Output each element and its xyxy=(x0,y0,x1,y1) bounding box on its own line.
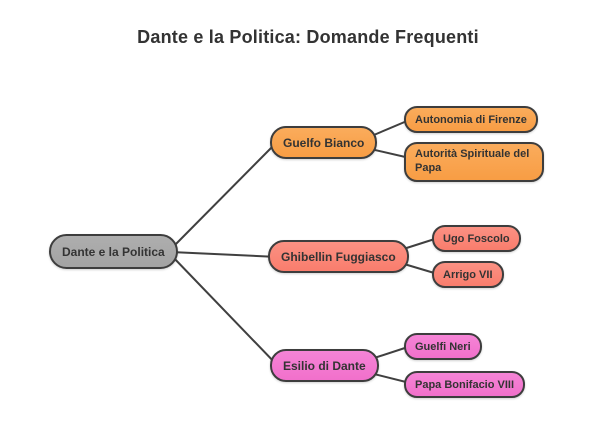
root-node-dante-e-la-politica: Dante e la Politica xyxy=(49,234,178,269)
connector-root-guelfo xyxy=(170,140,279,250)
connector-root-esilio xyxy=(170,254,279,367)
connector-root-ghibellin xyxy=(170,251,279,258)
branch-node-guelfo-bianco: Guelfo Bianco xyxy=(270,126,378,159)
branch-node-ghibellin-fuggiasco: Ghibellin Fuggiasco xyxy=(268,240,409,273)
branch-node-esilio-di-dante: Esilio di Dante xyxy=(270,349,379,382)
leaf-node-ugo-foscolo: Ugo Foscolo xyxy=(432,225,521,252)
leaf-node-autonomia-di-firenze: Autonomia di Firenze xyxy=(404,106,538,133)
diagram-title: Dante e la Politica: Domande Frequenti xyxy=(137,27,479,47)
leaf-node-autorita-spirituale-del-papa: Autorità Spirituale del Papa xyxy=(404,142,544,182)
leaf-node-papa-bonifacio-viii: Papa Bonifacio VIII xyxy=(404,371,526,398)
leaf-node-arrigo-vii: Arrigo VII xyxy=(432,261,504,288)
leaf-node-guelfi-neri: Guelfi Neri xyxy=(404,333,482,360)
